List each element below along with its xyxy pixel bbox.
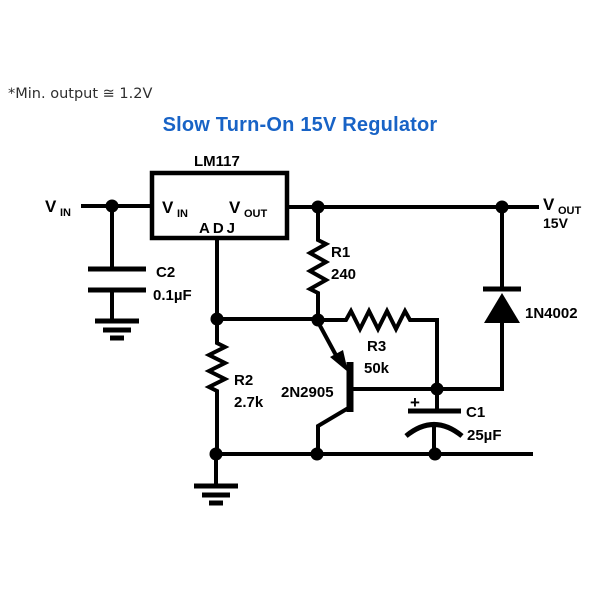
transistor-q1: 2N2905 bbox=[281, 319, 354, 456]
q1-emitter-arrow bbox=[330, 350, 348, 372]
junction-dot bbox=[311, 313, 325, 327]
vin-terminal-sub: IN bbox=[60, 207, 71, 219]
resistor-r1: R1 240 bbox=[305, 206, 356, 321]
c1-plate-bottom-curved bbox=[404, 422, 464, 438]
input-terminal: V IN bbox=[45, 197, 71, 219]
ic-pin-vout-sub: OUT bbox=[244, 208, 268, 220]
junction-dot bbox=[210, 312, 224, 326]
output-terminal: V OUT 15V bbox=[543, 195, 582, 231]
d1-anode-triangle bbox=[484, 293, 520, 323]
vin-terminal-label: V bbox=[45, 197, 57, 216]
vout-terminal-sub: OUT bbox=[558, 205, 582, 217]
r2-ref-label: R2 bbox=[234, 372, 253, 389]
junction-dot bbox=[209, 447, 223, 461]
ic-lm117: LM117 V IN V OUT ADJ bbox=[149, 153, 290, 241]
q1-collector-lead bbox=[316, 404, 353, 456]
ic-pin-vin-label: V bbox=[162, 198, 174, 217]
vout-voltage-label: 15V bbox=[543, 215, 569, 231]
resistor-r3: R3 50k bbox=[316, 306, 439, 377]
junction-dot bbox=[428, 447, 442, 461]
schematic-title: Slow Turn-On 15V Regulator bbox=[162, 114, 438, 136]
min-output-note: *Min. output ≅ 1.2V bbox=[8, 86, 153, 102]
r1-value-label: 240 bbox=[331, 266, 356, 283]
r2-symbol bbox=[204, 317, 230, 456]
r2-value-label: 2.7k bbox=[234, 394, 264, 411]
q1-ref-label: 2N2905 bbox=[281, 384, 334, 401]
capacitor-c1: + C1 25µF bbox=[404, 393, 502, 444]
diode-d1: 1N4002 bbox=[483, 286, 578, 323]
ic-pin-vout-label: V bbox=[229, 198, 241, 217]
ic-name-label: LM117 bbox=[194, 153, 240, 170]
c2-ref-label: C2 bbox=[156, 264, 175, 281]
r1-symbol bbox=[305, 206, 331, 321]
c1-ref-label: C1 bbox=[466, 404, 485, 421]
q1-emitter-lead bbox=[315, 319, 341, 362]
capacitor-c2: C2 0.1µF bbox=[88, 264, 192, 304]
r3-symbol bbox=[316, 306, 439, 334]
ground-symbol-main bbox=[194, 483, 238, 506]
ic-body bbox=[149, 170, 290, 241]
resistor-r2: R2 2.7k bbox=[204, 317, 264, 456]
r3-ref-label: R3 bbox=[367, 338, 386, 355]
c1-polarity-sign: + bbox=[410, 393, 420, 412]
r1-ref-label: R1 bbox=[331, 244, 350, 261]
junction-dot bbox=[430, 382, 444, 396]
junction-dot bbox=[105, 199, 119, 213]
junction-dot bbox=[495, 200, 509, 214]
r3-value-label: 50k bbox=[364, 360, 390, 377]
c1-value-label: 25µF bbox=[467, 427, 502, 444]
ground-symbol-c2 bbox=[95, 318, 139, 341]
d1-ref-label: 1N4002 bbox=[525, 305, 578, 322]
c2-value-label: 0.1µF bbox=[153, 287, 192, 304]
vout-terminal-label: V bbox=[543, 195, 555, 214]
junction-dot bbox=[311, 200, 325, 214]
junction-dot bbox=[310, 447, 324, 461]
junction-dots bbox=[105, 199, 509, 461]
ic-pin-vin-sub: IN bbox=[177, 208, 188, 220]
ic-pin-adj-label: ADJ bbox=[199, 220, 238, 237]
